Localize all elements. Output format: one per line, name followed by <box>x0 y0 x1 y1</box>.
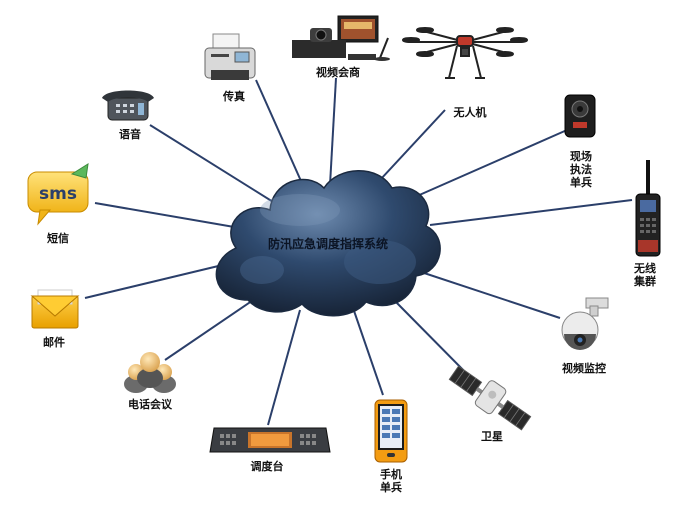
node-label-handheld-unit: 手机 单兵 <box>380 468 402 494</box>
connector-video-conference <box>329 77 337 186</box>
cloud-shape <box>215 170 441 317</box>
node-label-sms: 短信 <box>47 232 69 245</box>
envelope-icon <box>30 289 80 329</box>
connector-email <box>84 261 236 299</box>
dispatch-console-icon <box>209 427 331 453</box>
connector-lines <box>84 77 633 426</box>
connector-fax <box>255 79 306 191</box>
handheld-terminal-icon <box>374 399 408 463</box>
connector-handheld-unit <box>351 304 384 396</box>
node-label-trunk-radio: 无线 集群 <box>634 262 656 288</box>
connector-sms <box>94 202 241 229</box>
node-label-video-conference: 视频会商 <box>316 66 360 79</box>
connector-video-surveillance <box>414 269 561 319</box>
node-label-video-surveillance: 视频监控 <box>562 362 606 375</box>
sms-bubble-icon: sms <box>27 163 89 226</box>
drone-icon <box>402 27 528 79</box>
connector-phone-conference <box>164 291 266 361</box>
node-label-dispatch-console: 调度台 <box>250 460 284 473</box>
sms-icon-text: sms <box>39 184 77 204</box>
node-label-voice: 语音 <box>119 128 141 141</box>
telephone-icon <box>102 90 154 121</box>
connector-voice <box>149 124 279 206</box>
node-label-drone: 无人机 <box>453 106 487 119</box>
node-label-phone-conference: 电话会议 <box>128 398 172 411</box>
connector-dispatch-console <box>267 309 301 426</box>
body-camera-icon <box>564 94 596 138</box>
fax-machine-icon <box>204 33 256 80</box>
connector-field-unit <box>407 129 568 201</box>
connector-drone <box>379 109 446 181</box>
node-label-fax: 传真 <box>223 90 245 103</box>
group-of-people-icon <box>124 352 176 393</box>
node-label-satellite: 卫星 <box>481 430 503 443</box>
walkie-talkie-icon <box>635 160 661 257</box>
satellite-icon <box>448 365 532 431</box>
node-label-email: 邮件 <box>43 336 65 349</box>
video-conference-equipment-icon <box>292 15 390 61</box>
node-label-field-unit: 现场 执法 单兵 <box>570 150 592 189</box>
ptz-camera-icon <box>561 297 609 350</box>
connector-trunk-radio <box>429 199 633 226</box>
center-system-label: 防汛应急调度指挥系统 <box>268 236 388 251</box>
